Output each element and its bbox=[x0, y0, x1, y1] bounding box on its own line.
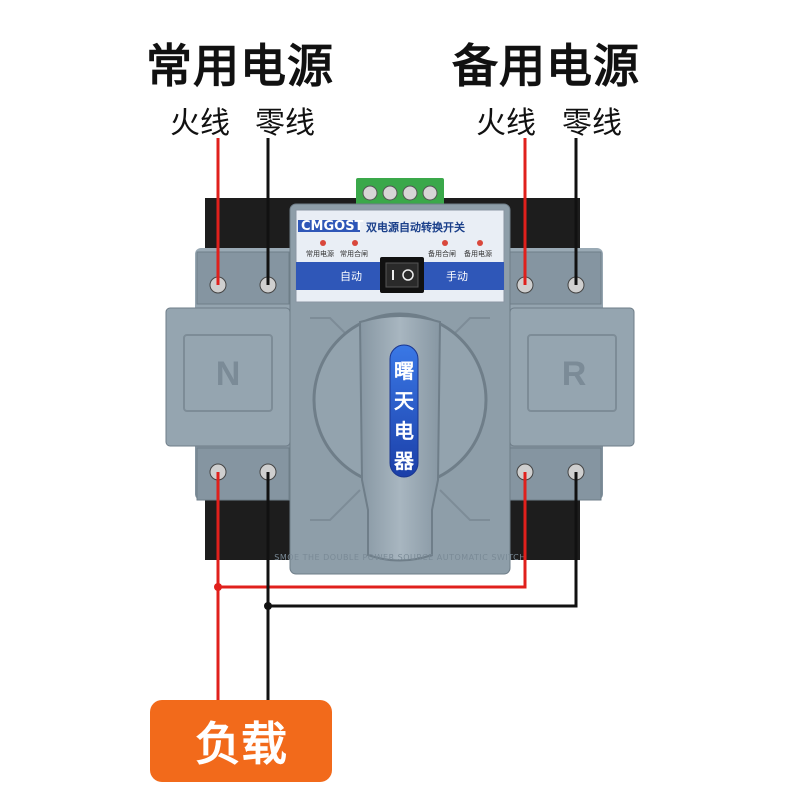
brand-badge bbox=[389, 344, 419, 478]
backup-power-title: 备用电源 bbox=[452, 39, 640, 93]
indicator-label-3: 备用合闸 bbox=[428, 249, 456, 258]
badge-char-3: 电 bbox=[394, 419, 414, 443]
neutral-wire-label-left: 零线 bbox=[255, 106, 315, 141]
panel-title: 双电源自动转换开关 bbox=[366, 220, 465, 234]
badge-char-4: 器 bbox=[393, 449, 415, 473]
bottom-embossed-text: SMOE THE DOUBLE POWER SOURCE AUTOMATIC S… bbox=[274, 553, 526, 562]
load-box: 负载 bbox=[150, 700, 332, 782]
live-wire-label-left: 火线 bbox=[170, 106, 230, 141]
side-letter-n: N bbox=[216, 355, 241, 393]
live-wire-label-right: 火线 bbox=[476, 106, 536, 141]
green-terminal-block bbox=[356, 178, 444, 208]
indicator-label-4: 备用电源 bbox=[464, 249, 492, 258]
indicator-label-1: 常用电源 bbox=[306, 249, 334, 258]
load-label: 负载 bbox=[195, 717, 287, 771]
badge-char-2: 天 bbox=[394, 389, 415, 413]
live-wire-bridge bbox=[218, 472, 527, 589]
side-letter-r: R bbox=[562, 355, 587, 393]
main-power-title: 常用电源 bbox=[146, 39, 334, 93]
control-label-panel: CMGOST 双电源自动转换开关 常用电源 常用合闸 备用合闸 备用电源 自动 … bbox=[295, 209, 505, 303]
neutral-wire-label-right: 零线 bbox=[562, 106, 622, 141]
mode-manual-label: 手动 bbox=[446, 269, 468, 283]
neutral-wire-bridge bbox=[268, 472, 578, 608]
brand-label: CMGOST bbox=[301, 219, 364, 234]
mode-auto-label: 自动 bbox=[340, 270, 362, 283]
wiring bbox=[216, 138, 578, 700]
badge-char-1: 曙 bbox=[394, 359, 414, 383]
indicator-label-2: 常用合闸 bbox=[340, 249, 368, 258]
